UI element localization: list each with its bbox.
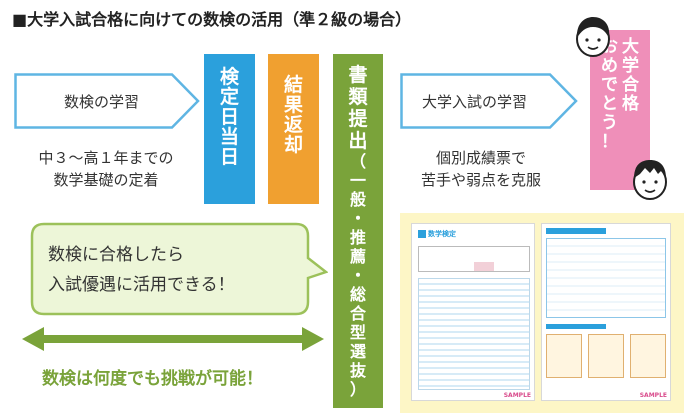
report-table xyxy=(418,278,530,390)
sample-label: SAMPLE xyxy=(639,392,667,399)
exam-day-char: 日 xyxy=(219,105,239,128)
submit-char: 出 xyxy=(348,130,368,152)
submit-sub-char: 推 xyxy=(349,228,366,247)
success-col-1: 大 学 合 格 xyxy=(622,38,639,190)
analysis-panel xyxy=(588,334,624,378)
success-char: 学 xyxy=(622,56,639,76)
speech-bubble-shape xyxy=(30,222,328,316)
exam-day-box: 検 定 日 当 日 xyxy=(204,54,255,204)
exam-day-char: 検 xyxy=(219,66,239,88)
analysis-panel xyxy=(546,334,582,378)
report-header-block xyxy=(418,246,530,272)
chevron-arrow-shape xyxy=(400,73,578,129)
submit-sub-char: ・ xyxy=(349,209,366,228)
success-char: 大 xyxy=(622,37,639,57)
document-submission-box: 書 類 提 出 （ 一 般 ・ 推 薦 ・ 総 合 型 選 抜 ） xyxy=(333,54,383,408)
result-char: 却 xyxy=(283,133,303,156)
result-char: 果 xyxy=(283,93,303,116)
analysis-section-bar xyxy=(546,324,606,329)
success-char: で xyxy=(601,75,618,95)
success-char: う xyxy=(601,113,618,133)
logo-mark-icon xyxy=(418,230,426,238)
success-col-2: お め で と う ！ xyxy=(601,38,618,190)
analysis-document: SAMPLE xyxy=(541,223,671,401)
submit-sub-char: 一 xyxy=(349,171,366,190)
chevron-arrow-shape xyxy=(14,73,200,129)
page-title: ■大学入試合格に向けての数検の活用（準２級の場合） xyxy=(12,10,412,29)
success-char: 格 xyxy=(622,94,639,114)
success-char: 合 xyxy=(622,75,639,95)
analysis-header-bar xyxy=(546,228,606,234)
study-chevron: 数検の学習 xyxy=(14,73,200,129)
boy-face-icon xyxy=(633,160,667,200)
speech-bubble: 数検に合格したら 入試優遇に活用できる！ xyxy=(30,222,328,316)
study-label: 数検の学習 xyxy=(64,92,140,111)
result-char: 結 xyxy=(283,74,303,96)
retry-message: 数検は何度でも挑戦が可能！ xyxy=(42,369,263,389)
exam-day-char: 日 xyxy=(219,145,239,168)
entrance-note: 個別成績票で 苦手や弱点を克服 xyxy=(396,147,566,191)
result-char: 返 xyxy=(283,113,303,136)
submit-sub-char: 総 xyxy=(349,285,366,304)
entrance-note-line: 個別成績票で xyxy=(435,149,526,167)
submit-sub-char: ・ xyxy=(349,266,366,285)
report-logo: 数学検定 xyxy=(418,229,456,239)
bubble-line: 入試優遇に活用できる！ xyxy=(48,275,235,295)
analysis-chart-box xyxy=(546,238,666,318)
submit-sub-char: ） xyxy=(349,380,366,399)
study-note-line: 中３～高１年までの xyxy=(38,149,174,167)
result-return-box: 結 果 返 却 xyxy=(268,54,319,204)
submit-sub-char: 薦 xyxy=(349,247,366,266)
submit-char: 類 xyxy=(348,86,368,108)
success-box: 大 学 合 格 お め で と う ！ xyxy=(590,30,650,190)
submit-char: 提 xyxy=(348,108,368,130)
entrance-note-line: 苦手や弱点を克服 xyxy=(420,171,541,189)
entrance-study-chevron: 大学入試の学習 xyxy=(400,73,578,129)
submit-sub-char: 般 xyxy=(349,190,366,209)
score-report-document: 数学検定 SAMPLE xyxy=(411,223,535,401)
success-char: め xyxy=(601,56,618,76)
submit-sub-char: （ xyxy=(349,152,366,171)
double-arrow-icon xyxy=(22,327,324,351)
bubble-line: 数検に合格したら xyxy=(48,245,184,265)
submit-sub-char: 選 xyxy=(349,342,366,361)
success-char: ！ xyxy=(601,132,618,152)
submit-sub-char: 抜 xyxy=(349,361,366,380)
submit-sub-char: 合 xyxy=(349,304,366,323)
report-badge xyxy=(474,262,494,271)
sample-label: SAMPLE xyxy=(503,392,531,399)
submit-sub-char: 型 xyxy=(349,323,366,342)
exam-day-char: 当 xyxy=(219,125,239,148)
analysis-panel xyxy=(630,334,666,378)
submit-char: 書 xyxy=(348,64,368,86)
entrance-study-label: 大学入試の学習 xyxy=(422,92,528,111)
score-report-area: 数学検定 SAMPLE SAMPLE xyxy=(400,213,684,413)
girl-face-icon xyxy=(576,17,610,57)
exam-day-char: 定 xyxy=(219,85,239,108)
study-note: 中３～高１年までの 数学基礎の定着 xyxy=(22,147,190,191)
study-note-line: 数学基礎の定着 xyxy=(53,171,159,189)
success-char: と xyxy=(601,94,618,114)
report-logo-text: 数学検定 xyxy=(428,230,456,238)
